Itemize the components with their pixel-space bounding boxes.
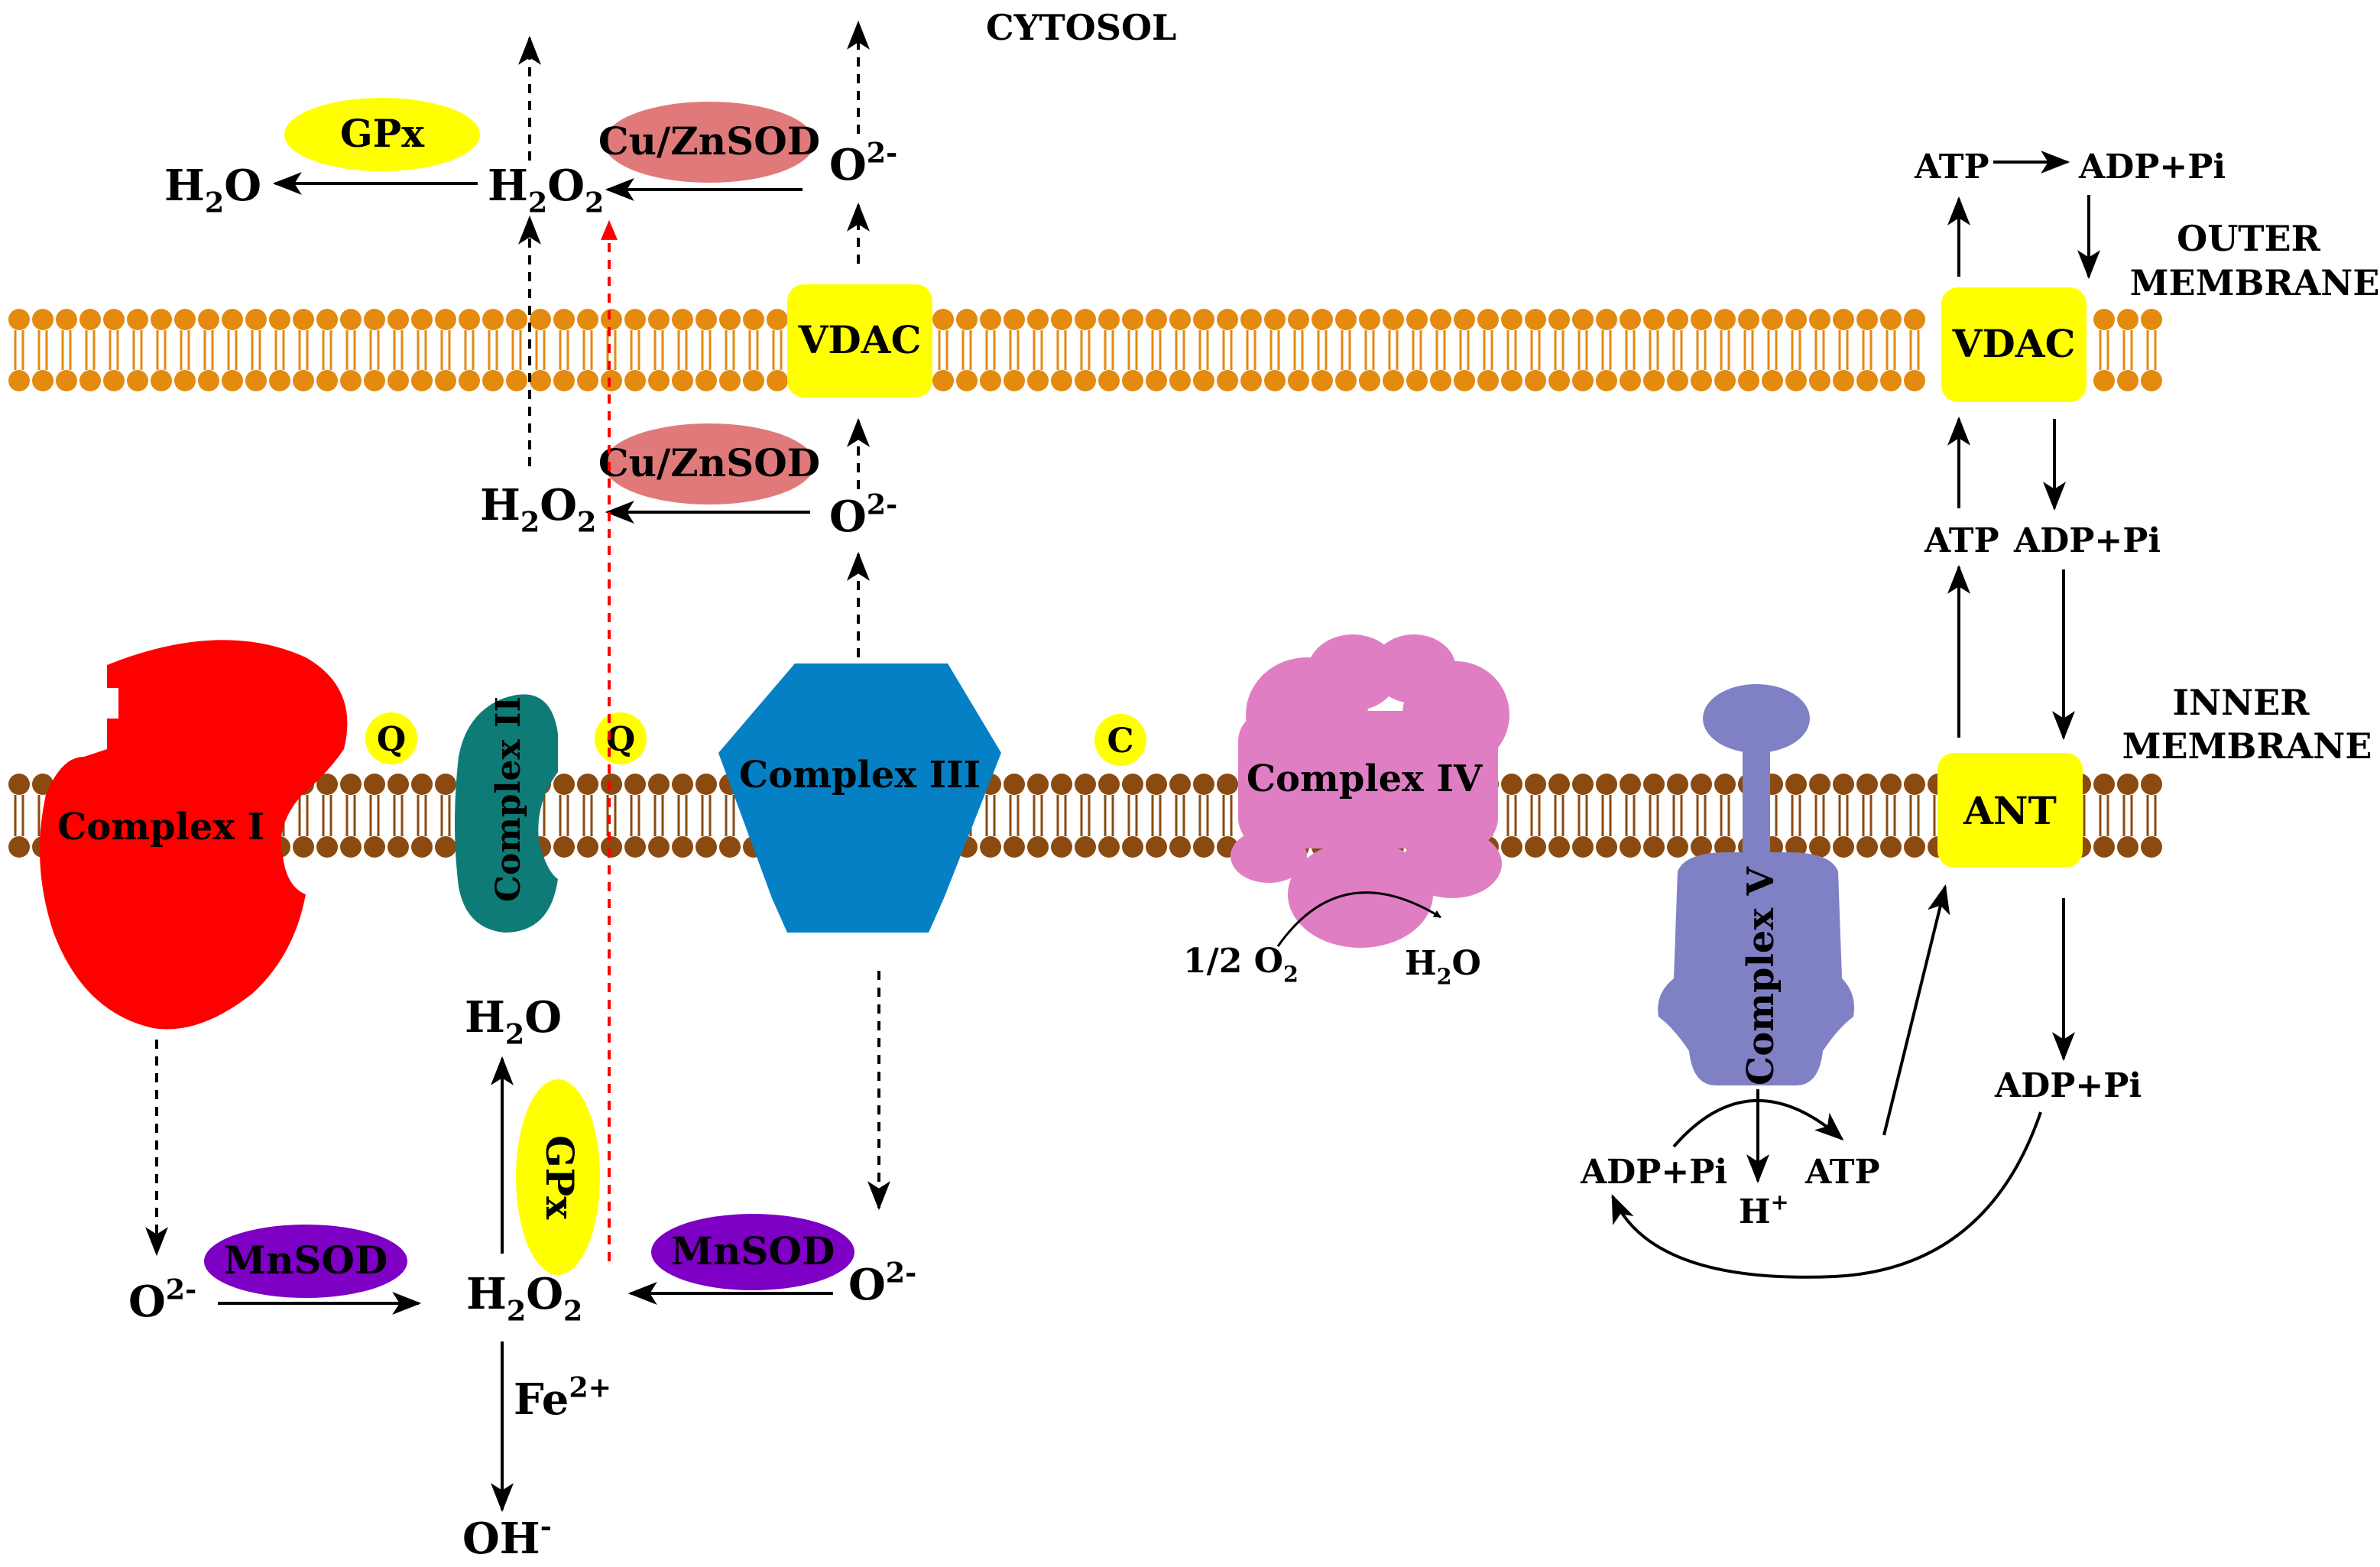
h2o2-mid: H2O2 <box>480 480 596 539</box>
arrow-atp-to-ant <box>1882 884 1950 1136</box>
complex-v-label: Complex V <box>1740 866 1782 1085</box>
vdac-left-label: VDAC <box>798 317 922 362</box>
gpx-top: GPx <box>284 98 480 171</box>
cytochrome-c: C <box>1094 714 1146 766</box>
c-label: C <box>1107 722 1133 761</box>
complex-iv-label: Complex IV <box>1247 758 1483 800</box>
complex-iii-shape <box>718 663 1001 933</box>
adppi-low: ADP+Pi <box>1994 1066 2142 1105</box>
complex-iii: Complex III <box>718 663 1001 933</box>
outer-membrane <box>8 309 2162 391</box>
gpx-bottom-label: GPx <box>537 1135 582 1220</box>
outer-membrane-label: OUTER MEMBRANE <box>2130 218 2380 303</box>
complex-i: Complex I <box>40 640 348 1030</box>
cuznsod-top-label: Cu/ZnSOD <box>598 118 820 164</box>
adppi-top: ADP+Pi <box>2078 148 2226 187</box>
atp-top: ATP <box>1914 148 1989 187</box>
cuznsod-mid: Cu/ZnSOD <box>598 423 820 504</box>
vdac-right: VDAC <box>1941 287 2087 402</box>
h2o-bottom: H2O <box>465 992 562 1051</box>
mnsod-left-label: MnSOD <box>224 1238 388 1283</box>
vdac-right-label: VDAC <box>1952 321 2076 366</box>
fe2-ion: Fe2+ <box>514 1371 611 1425</box>
o2-superoxide-top: O2- <box>829 137 897 190</box>
gpx-top-label: GPx <box>340 111 425 156</box>
h2o-complex-iv: H2O <box>1405 944 1481 989</box>
complex-iv: Complex IV <box>1231 634 1509 948</box>
inner-membrane <box>8 774 2162 858</box>
ant-label: ANT <box>1963 788 2057 833</box>
complex-ii-shape <box>455 694 558 933</box>
atp-mid: ATP <box>1924 521 1999 560</box>
mnsod-right-label: MnSOD <box>671 1228 835 1273</box>
cytosol-label: CYTOSOL <box>986 7 1176 48</box>
q1-label: Q <box>377 720 406 759</box>
complex-v: Complex V <box>1658 684 1854 1085</box>
h2o2-top: H2O2 <box>488 161 604 219</box>
complex-i-shape <box>40 640 348 1030</box>
h-plus: H+ <box>1739 1189 1789 1231</box>
atp-complex-v: ATP <box>1804 1153 1880 1192</box>
h2o2-bottom: H2O2 <box>466 1269 582 1328</box>
h2o-top: H2O <box>164 161 261 219</box>
gpx-bottom: GPx <box>516 1079 600 1275</box>
mnsod-right: MnSOD <box>651 1214 854 1290</box>
ubiquinone-2: Q <box>595 712 647 764</box>
complex-ii: Complex II <box>455 694 558 933</box>
arrow-adppi-to-atp-c5 <box>1672 1098 1844 1148</box>
hydroxide: OH- <box>462 1510 552 1564</box>
cuznsod-mid-label: Cu/ZnSOD <box>598 440 820 485</box>
ant: ANT <box>1937 753 2083 868</box>
adppi-complex-v: ADP+Pi <box>1580 1153 1727 1192</box>
complex-ii-label: Complex II <box>489 696 528 902</box>
o2-superoxide-bottom-left: O2- <box>128 1273 196 1327</box>
adppi-mid: ADP+Pi <box>2013 521 2161 560</box>
inner-membrane-label: INNER MEMBRANE <box>2122 682 2372 767</box>
arrow-adppi-return-loop <box>1611 1111 2042 1279</box>
o2-superoxide-mid: O2- <box>829 488 897 542</box>
mnsod-left: MnSOD <box>204 1225 407 1298</box>
complex-iii-label: Complex III <box>739 754 981 796</box>
complex-i-label: Complex I <box>57 806 264 848</box>
arrow-o2-to-h2o-c4 <box>1276 891 1441 947</box>
reaction-arrows <box>145 20 2100 1513</box>
q2-label: Q <box>606 720 635 759</box>
o2-superoxide-bottom-right: O2- <box>848 1257 916 1310</box>
ubiquinone-1: Q <box>365 712 417 764</box>
cuznsod-top: Cu/ZnSOD <box>598 102 820 183</box>
vdac-left: VDAC <box>787 284 932 397</box>
half-o2: 1/2 O2 <box>1183 942 1299 987</box>
